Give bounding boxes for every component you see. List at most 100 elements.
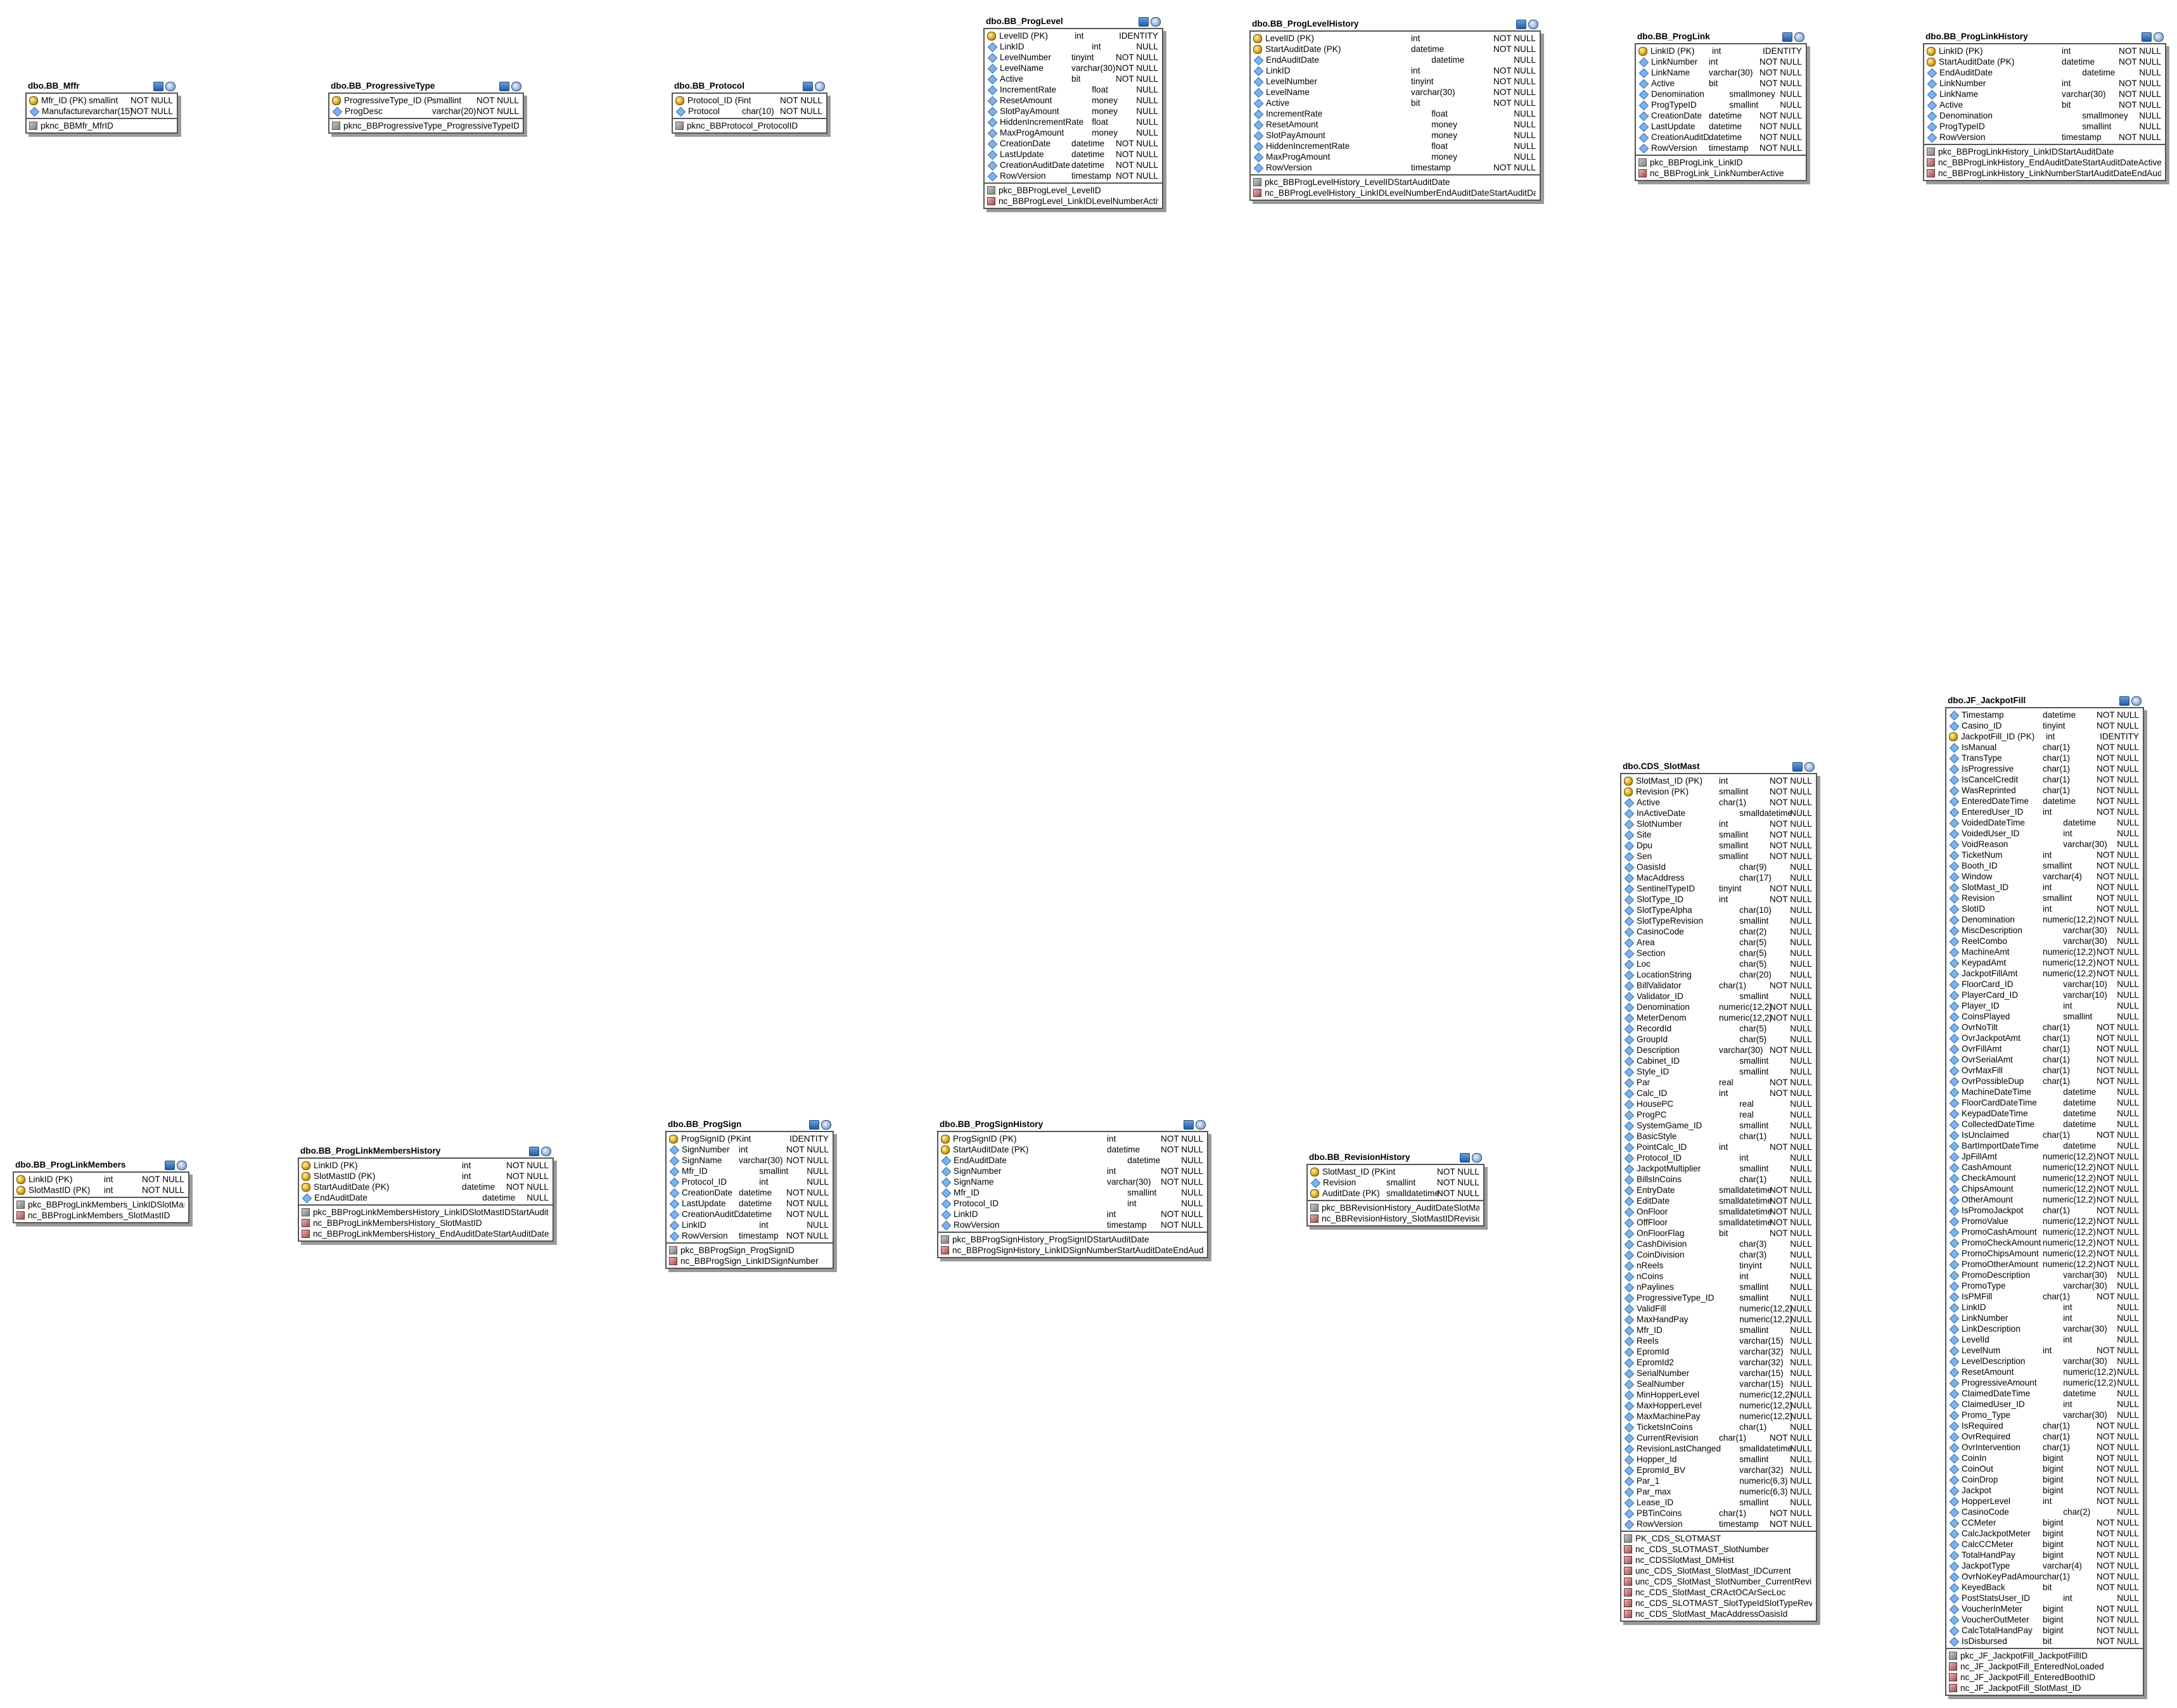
index-row[interactable]: nc_BBProgSign_LinkIDSignNumber xyxy=(667,1256,833,1266)
table-view-icon[interactable] xyxy=(1782,32,1792,42)
index-row[interactable]: pkc_BBProgLink_LinkID xyxy=(1636,157,1806,168)
table-keys-icon[interactable] xyxy=(821,1120,831,1130)
index-row[interactable]: pkc_BBProgLinkHistory_LinkIDStartAuditDa… xyxy=(1924,146,2165,157)
table-view-icon[interactable] xyxy=(803,82,813,91)
index-row[interactable]: nc_BBProgLinkHistory_LinkNumberStartAudi… xyxy=(1924,168,2165,179)
index-row[interactable]: nc_CDS_SlotMast_CRActOCArSecLoc xyxy=(1621,1587,1816,1598)
index-row[interactable]: nc_JF_JackpotFill_EnteredNoLoaded xyxy=(1946,1661,2143,1672)
table-view-icon[interactable] xyxy=(165,1161,175,1170)
index-row[interactable]: nc_CDS_SlotMast_MacAddressOasisId xyxy=(1621,1609,1816,1619)
table-keys-icon[interactable] xyxy=(1151,17,1161,27)
index-row[interactable]: pknc_BBMfr_MfrID xyxy=(27,120,177,131)
table-view-icon[interactable] xyxy=(1139,17,1149,27)
index-row[interactable]: nc_BBProgLevelHistory_LinkIDLevelNumberE… xyxy=(1251,188,1540,198)
index-row[interactable]: pkc_BBProgSign_ProgSignID xyxy=(667,1245,833,1256)
